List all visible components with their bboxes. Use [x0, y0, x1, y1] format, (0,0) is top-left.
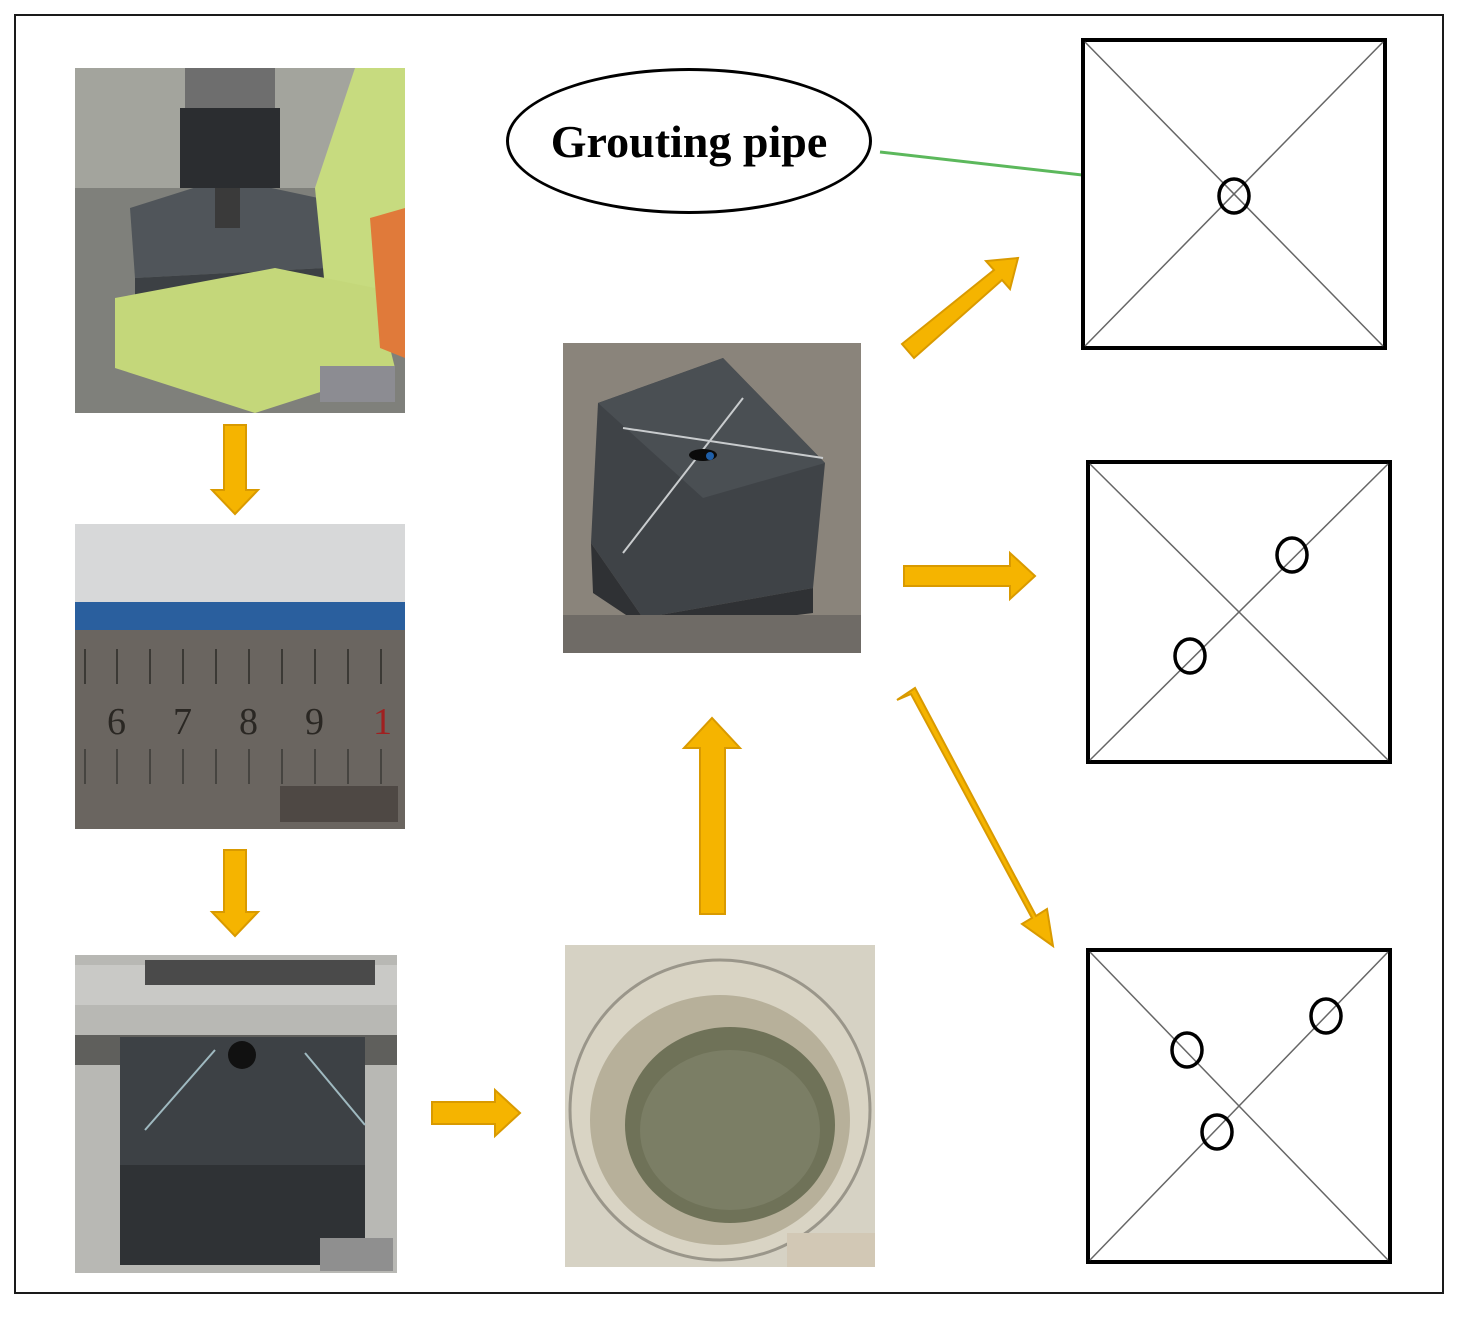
- grouting-pipe-callout: Grouting pipe: [506, 68, 872, 214]
- scale-bar: [563, 615, 861, 653]
- pipe-hole: [1275, 536, 1309, 574]
- specimen-photo: [75, 955, 397, 1273]
- arrow-down-2: [209, 849, 261, 938]
- scale-bar: [280, 786, 398, 822]
- layout-two-pipes: [1086, 460, 1392, 764]
- pipe-hole: [1217, 177, 1251, 215]
- arrow-to-layout-2: [903, 550, 1037, 602]
- ruler-number-10: 1: [373, 701, 392, 743]
- figure-frame: [14, 14, 1444, 1294]
- scale-bar: [320, 1238, 393, 1271]
- scale-bar: [787, 1233, 875, 1267]
- ruler-number-6: 6: [107, 701, 126, 743]
- ruler-photo: 6 7 8 9 1: [75, 524, 405, 829]
- ruler-number-8: 8: [239, 701, 258, 743]
- arrow-right-1: [431, 1087, 522, 1139]
- arrow-down-1: [209, 424, 261, 516]
- ruler-number-7: 7: [173, 701, 192, 743]
- grouting-pipe-label: Grouting pipe: [550, 115, 828, 167]
- grout-bowl-photo: [565, 945, 875, 1267]
- pipe-hole: [1309, 997, 1343, 1035]
- layout-three-pipes: [1086, 948, 1392, 1264]
- scale-bar: [320, 366, 395, 402]
- arrow-up: [681, 716, 743, 915]
- pipe-hole: [1200, 1113, 1234, 1151]
- pipe-hole: [1173, 637, 1207, 675]
- arrow-to-layout-3: [896, 686, 1055, 949]
- ruler-number-9: 9: [305, 701, 324, 743]
- grouted-cube-photo: [563, 343, 861, 653]
- drilling-photo: [75, 68, 405, 413]
- pipe-hole: [1170, 1031, 1204, 1069]
- layout-one-pipe: [1081, 38, 1387, 350]
- arrow-to-layout-1: [900, 256, 1020, 360]
